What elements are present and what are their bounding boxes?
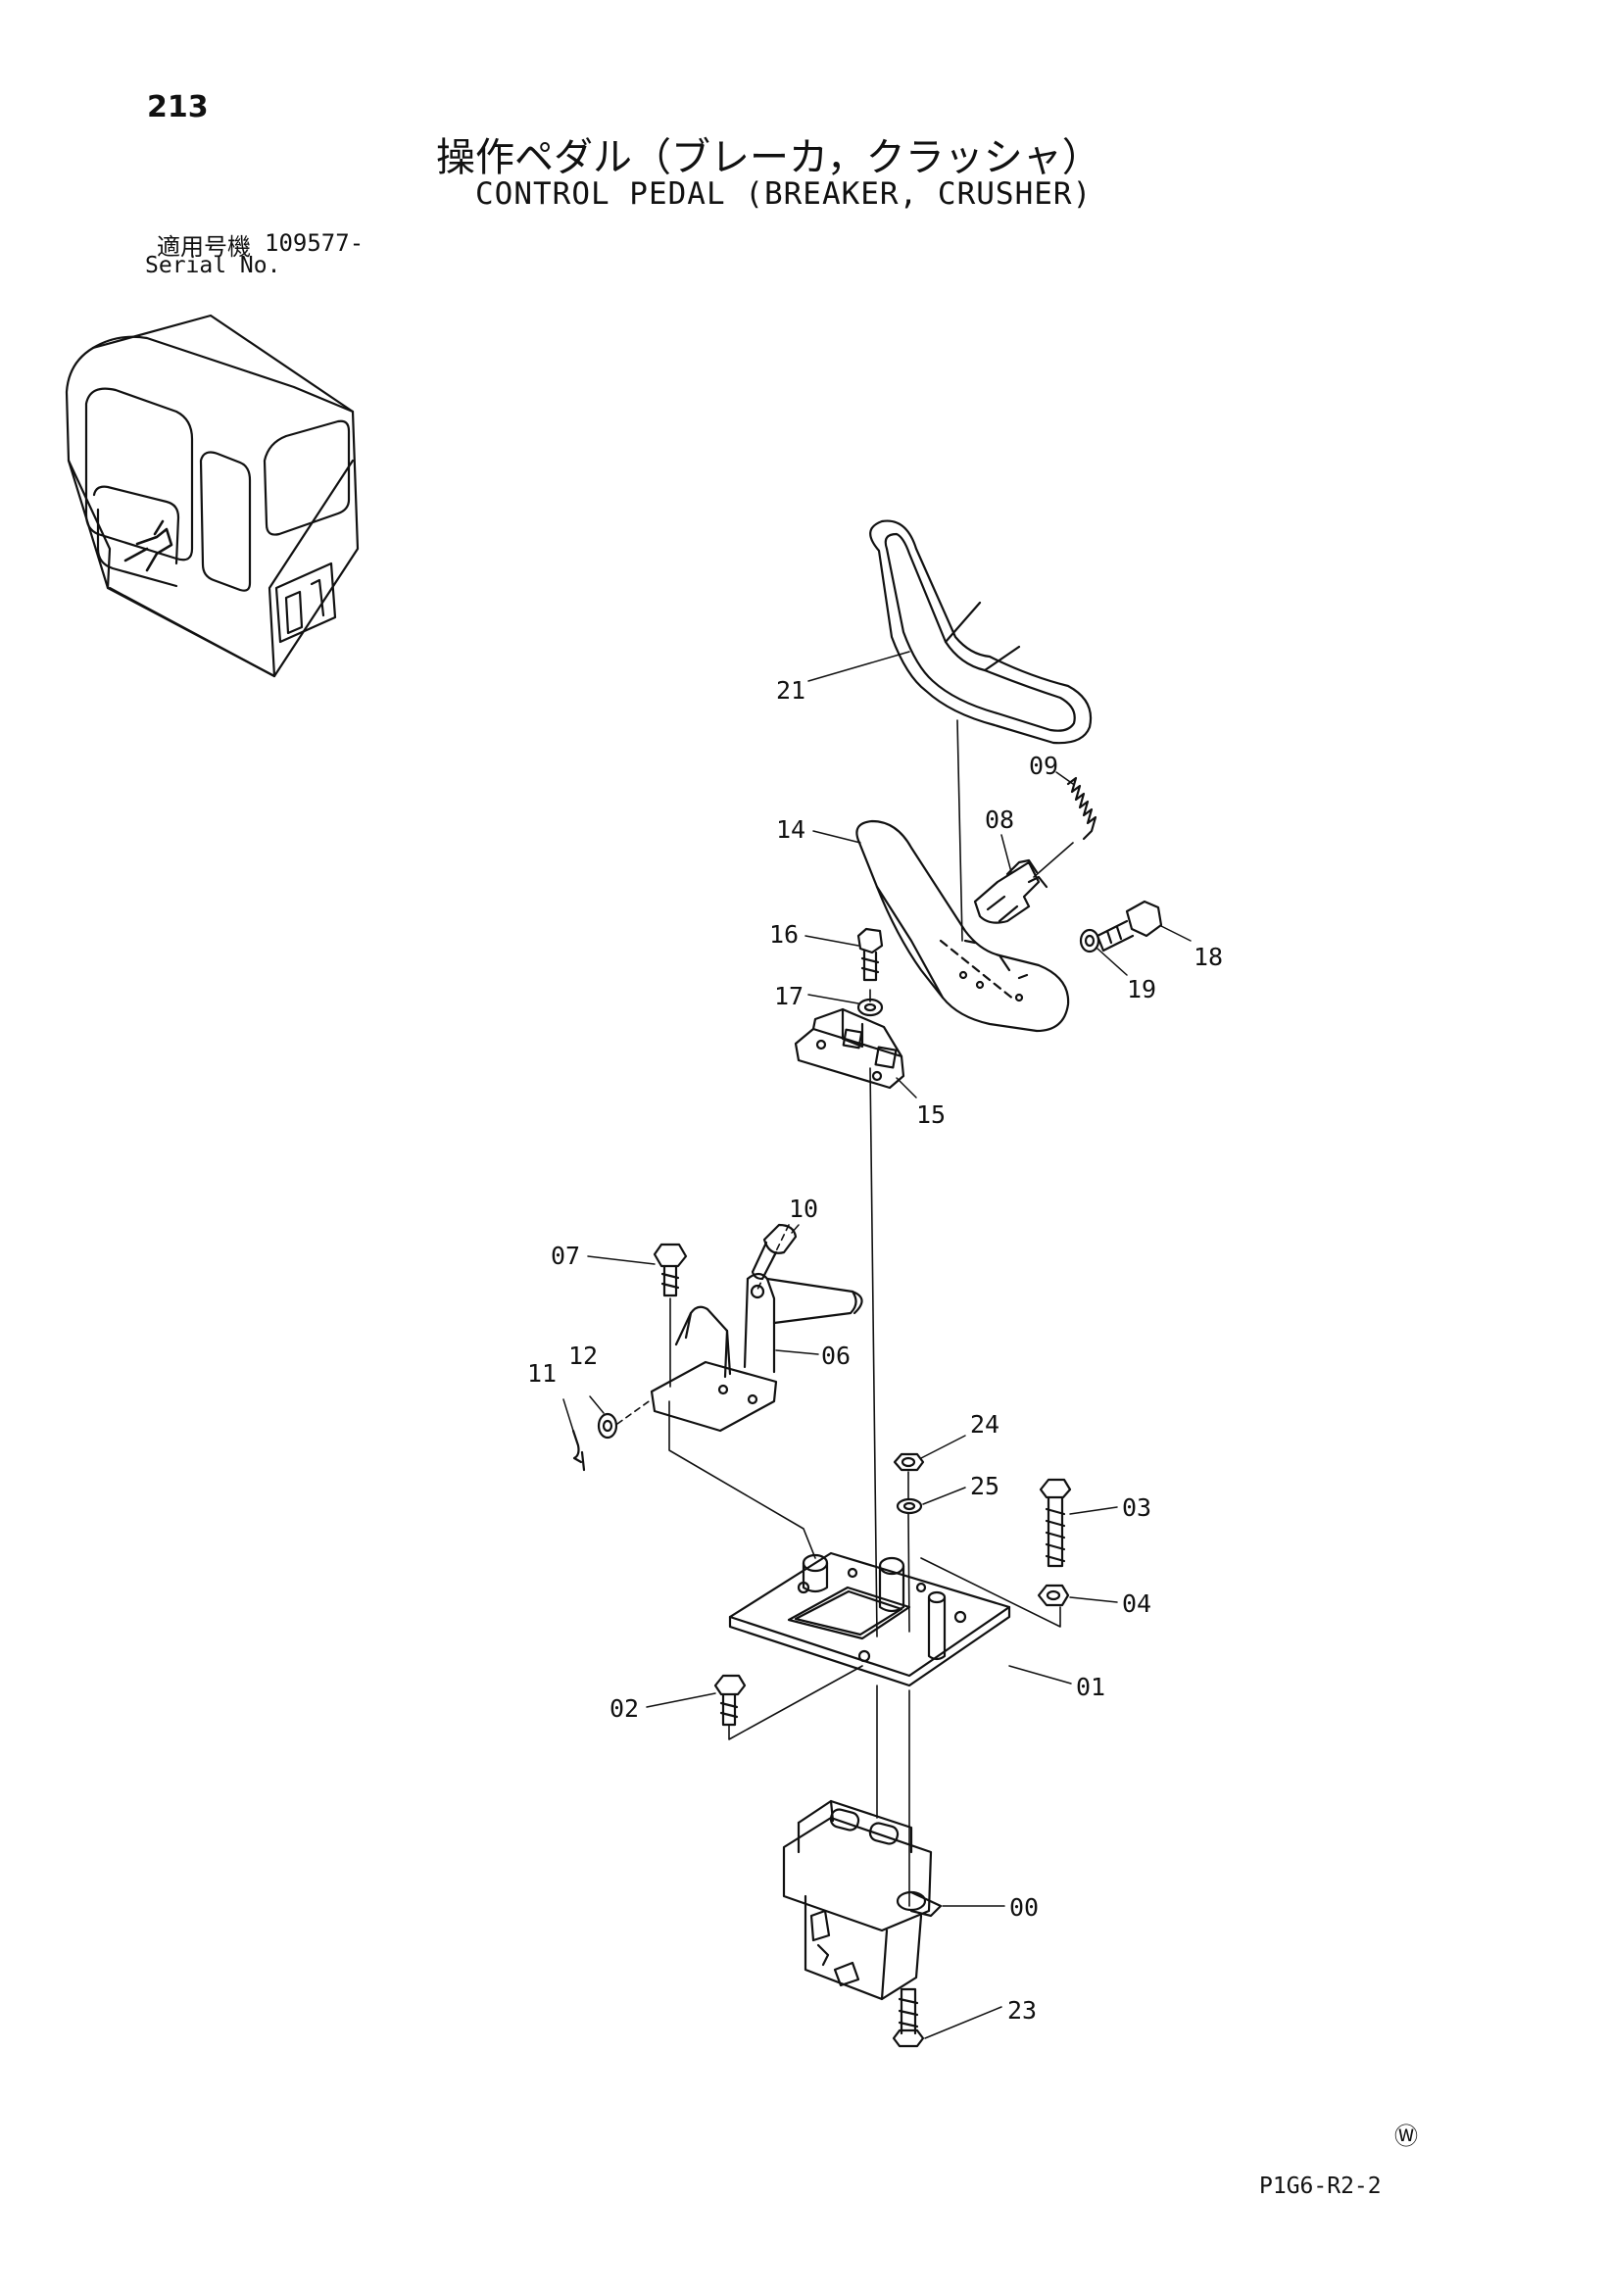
base-plate-01 <box>728 1551 1011 1687</box>
callout-07: 07 <box>551 1242 580 1270</box>
callout-00: 00 <box>1009 1893 1039 1922</box>
assembly-lines <box>616 719 1074 1907</box>
callout-18: 18 <box>1194 943 1223 971</box>
serial-label-japanese: 適用号機 <box>157 233 251 261</box>
callout-15: 15 <box>916 1100 946 1129</box>
callout-06: 06 <box>821 1342 851 1370</box>
callout-24: 24 <box>970 1410 999 1439</box>
nut-04 <box>1037 1584 1070 1607</box>
bolt-18 <box>1096 900 1163 953</box>
callout-19: 19 <box>1127 975 1156 1003</box>
serial-label-english: Serial No. <box>145 253 281 278</box>
callout-16: 16 <box>769 920 799 949</box>
callout-23: 23 <box>1007 1996 1037 2025</box>
pedal-plate-14 <box>855 819 1070 1033</box>
cab-locator-icon <box>65 314 360 678</box>
cotter-pin-11 <box>571 1429 586 1472</box>
pedal-rubber-pad-21 <box>869 519 1093 745</box>
callout-03: 03 <box>1122 1493 1151 1522</box>
bolt-23 <box>892 1987 925 2048</box>
callout-leaders <box>562 651 1192 2039</box>
callout-21: 21 <box>776 676 805 705</box>
bolt-16 <box>856 927 884 982</box>
watermark-mark: Ⓦ <box>1394 2123 1418 2150</box>
bolt-03 <box>1039 1478 1072 1568</box>
bolt-02 <box>713 1674 747 1727</box>
page-number: 213 <box>147 90 209 124</box>
callout-10: 10 <box>789 1195 818 1223</box>
cab-locator-label: 01 <box>0 0 19 4</box>
washer-12 <box>597 1412 618 1440</box>
callout-17: 17 <box>774 982 804 1010</box>
bolt-07 <box>653 1243 688 1297</box>
document-code: P1G6-R2-2 <box>1259 2174 1382 2199</box>
page-title-english: CONTROL PEDAL (BREAKER, CRUSHER) <box>475 176 1093 212</box>
callout-09: 09 <box>1029 752 1058 780</box>
callout-01: 01 <box>1076 1673 1105 1701</box>
pedal-stopper-08 <box>973 858 1048 924</box>
pin-10 <box>751 1223 798 1281</box>
serial-number-value: 109577- <box>265 229 365 257</box>
callout-04: 04 <box>1122 1589 1151 1618</box>
spring-09 <box>1066 776 1097 841</box>
bracket-15 <box>794 1007 905 1090</box>
callout-25: 25 <box>970 1472 999 1500</box>
callout-14: 14 <box>776 815 805 844</box>
page-title-japanese: 操作ペダル（ブレーカ，クラッシャ） <box>436 135 1101 180</box>
pedal-bracket-06 <box>650 1272 863 1433</box>
callout-11: 11 <box>527 1359 557 1388</box>
spring-washer-25 <box>896 1497 923 1515</box>
pilot-valve-00 <box>782 1799 943 2001</box>
nut-24 <box>893 1452 925 1472</box>
callout-08: 08 <box>985 806 1014 834</box>
callout-02: 02 <box>609 1694 639 1723</box>
washer-19 <box>1079 928 1100 953</box>
callout-12: 12 <box>568 1342 598 1370</box>
